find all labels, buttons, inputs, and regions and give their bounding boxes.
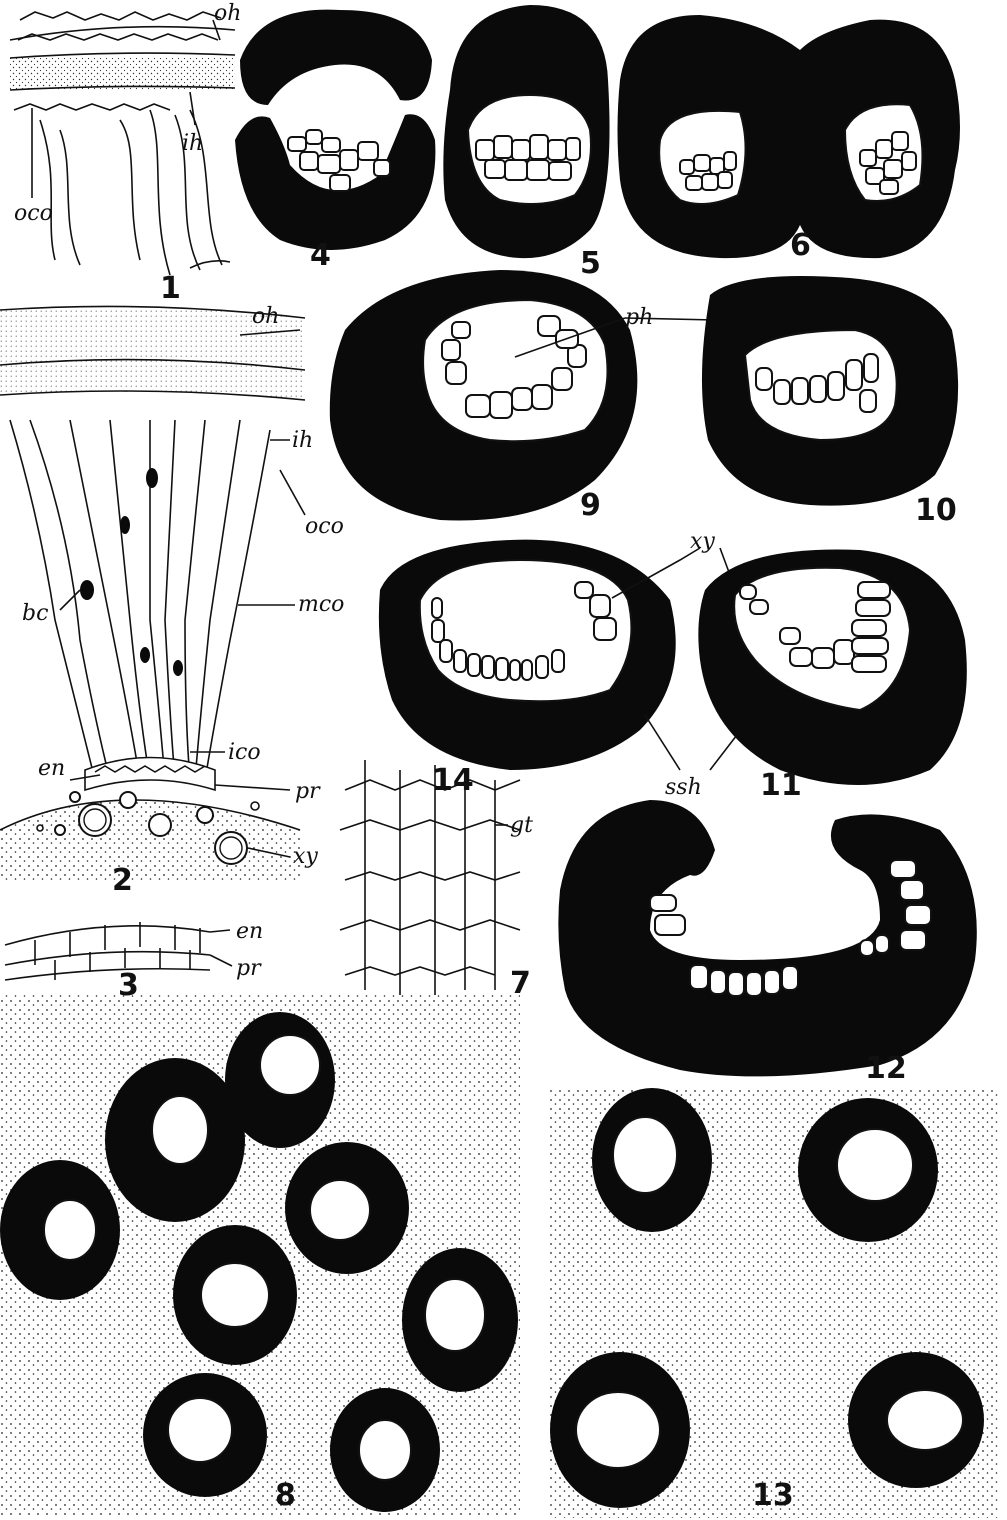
fig14-11-label-xy: xy xyxy=(690,529,715,554)
figure-5-number: 5 xyxy=(580,246,601,281)
figure-10-number: 10 xyxy=(915,493,957,528)
fig1-label-ih: ih xyxy=(182,131,203,156)
fig3-label-pr: pr xyxy=(236,956,262,981)
figure-13-number: 13 xyxy=(752,1478,794,1513)
figure-13-stippled-section: 13 xyxy=(548,1088,1000,1518)
figure-11-number: 11 xyxy=(760,768,802,803)
fig2-cortex-cells xyxy=(10,420,270,780)
figure-14-number: 14 xyxy=(432,763,474,798)
fig1-label-oh: oh xyxy=(214,1,241,26)
fig2-label-ih: ih xyxy=(292,428,313,453)
figure-12-vascular-bundle: 12 xyxy=(558,800,976,1086)
fig2-label-oco: oco xyxy=(305,514,344,539)
fig2-label-pr: pr xyxy=(295,779,321,804)
fig9-10-label-ph: ph xyxy=(625,305,653,330)
figure-9-vascular-bundle: ph 9 xyxy=(330,270,715,523)
fig14-11-label-ssh: ssh xyxy=(665,775,702,800)
figure-6-number: 6 xyxy=(790,228,811,263)
figure-8-stippled-section: 8 xyxy=(0,995,520,1517)
fig5-cells xyxy=(476,135,580,180)
figure-3-endodermis-strip: en pr 3 xyxy=(5,919,263,1003)
figure-4-number: 4 xyxy=(310,238,331,273)
fig3-label-en: en xyxy=(236,919,263,944)
fig2-label-oh: oh xyxy=(252,304,279,329)
figure-5-vascular-bundle: 5 xyxy=(443,5,609,281)
figure-12-number: 12 xyxy=(865,1051,907,1086)
fig7-label-gt: gt xyxy=(510,813,533,838)
figure-9-number: 9 xyxy=(580,488,601,523)
figure-4-vascular-bundle: 4 xyxy=(235,10,435,273)
fig1-label-oco: oco xyxy=(14,201,53,226)
figure-2-root-cross-section: oh ih oco mco bc ico en pr xy 2 xyxy=(0,304,344,898)
figure-11-vascular-bundle: 11 xyxy=(698,550,966,804)
fig2-label-bc: bc xyxy=(22,601,48,626)
fig2-endodermis-band xyxy=(85,758,215,791)
fig2-label-ico: ico xyxy=(228,740,261,765)
fig2-label-mco: mco xyxy=(298,592,344,617)
figure-8-number: 8 xyxy=(275,1478,296,1513)
figure-6-paired-bundles: 6 xyxy=(618,15,961,263)
figure-1-number: 1 xyxy=(160,271,181,306)
figure-10-vascular-bundle: 10 xyxy=(702,276,958,528)
fig2-label-xy: xy xyxy=(293,844,318,869)
figure-2-number: 2 xyxy=(112,863,133,898)
figure-1-root-section: oh ih oco 1 xyxy=(10,1,241,306)
fig2-label-en: en xyxy=(38,756,65,781)
